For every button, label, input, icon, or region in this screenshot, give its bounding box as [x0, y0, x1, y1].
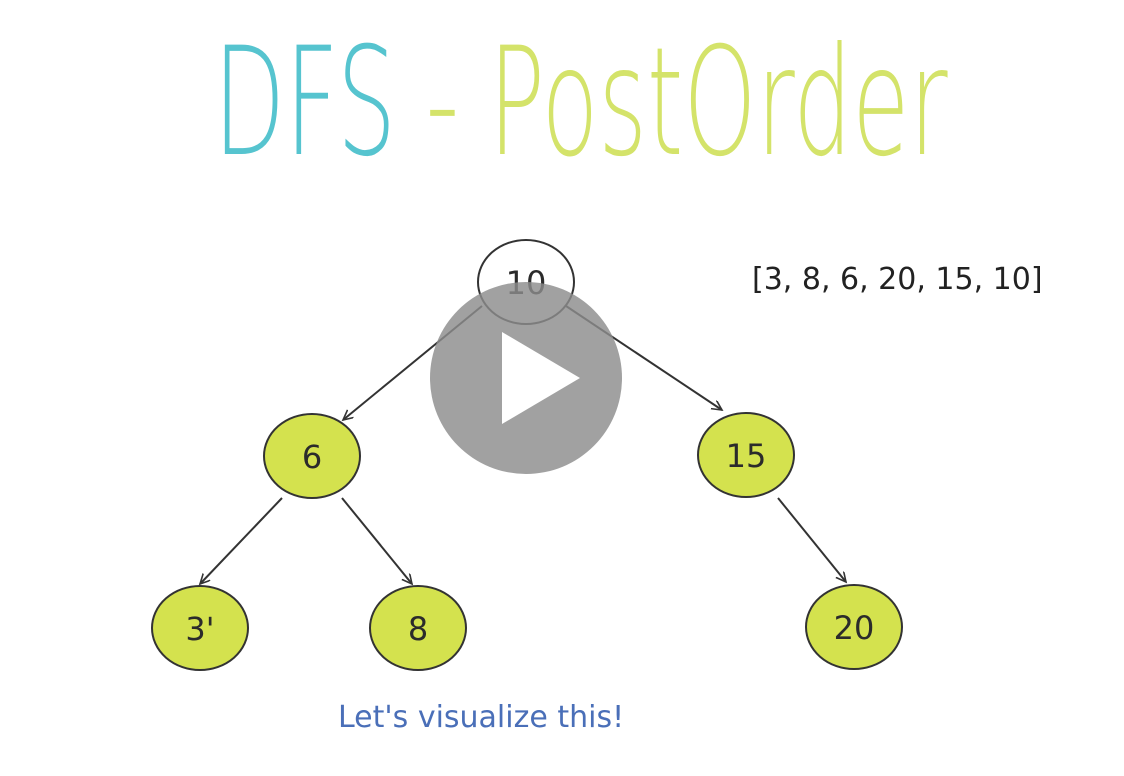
node-label-20: 20	[834, 609, 875, 647]
tree-node-20: 20	[805, 584, 903, 670]
title-dfs: DFS	[213, 16, 397, 190]
postorder-result-array: [3, 8, 6, 20, 15, 10]	[752, 262, 1043, 297]
tree-node-6: 6	[263, 413, 361, 499]
slide-title: DFS - PostOrder	[213, 16, 948, 190]
tree-node-3: 3'	[151, 585, 249, 671]
play-button[interactable]	[430, 282, 622, 474]
tree-node-15: 15	[697, 412, 795, 498]
node-label-3: 3'	[185, 610, 214, 648]
edge-6-3	[200, 497, 283, 584]
node-label-6: 6	[302, 438, 322, 476]
node-label-15: 15	[726, 437, 767, 475]
title-postorder: PostOrder	[488, 16, 948, 190]
edge-15-20	[777, 497, 846, 582]
edge-6-8	[341, 497, 412, 584]
tree-node-8: 8	[369, 585, 467, 671]
play-icon[interactable]	[502, 332, 580, 424]
title-separator: -	[396, 16, 489, 190]
caption-text: Let's visualize this!	[338, 700, 625, 735]
node-label-8: 8	[408, 610, 428, 648]
